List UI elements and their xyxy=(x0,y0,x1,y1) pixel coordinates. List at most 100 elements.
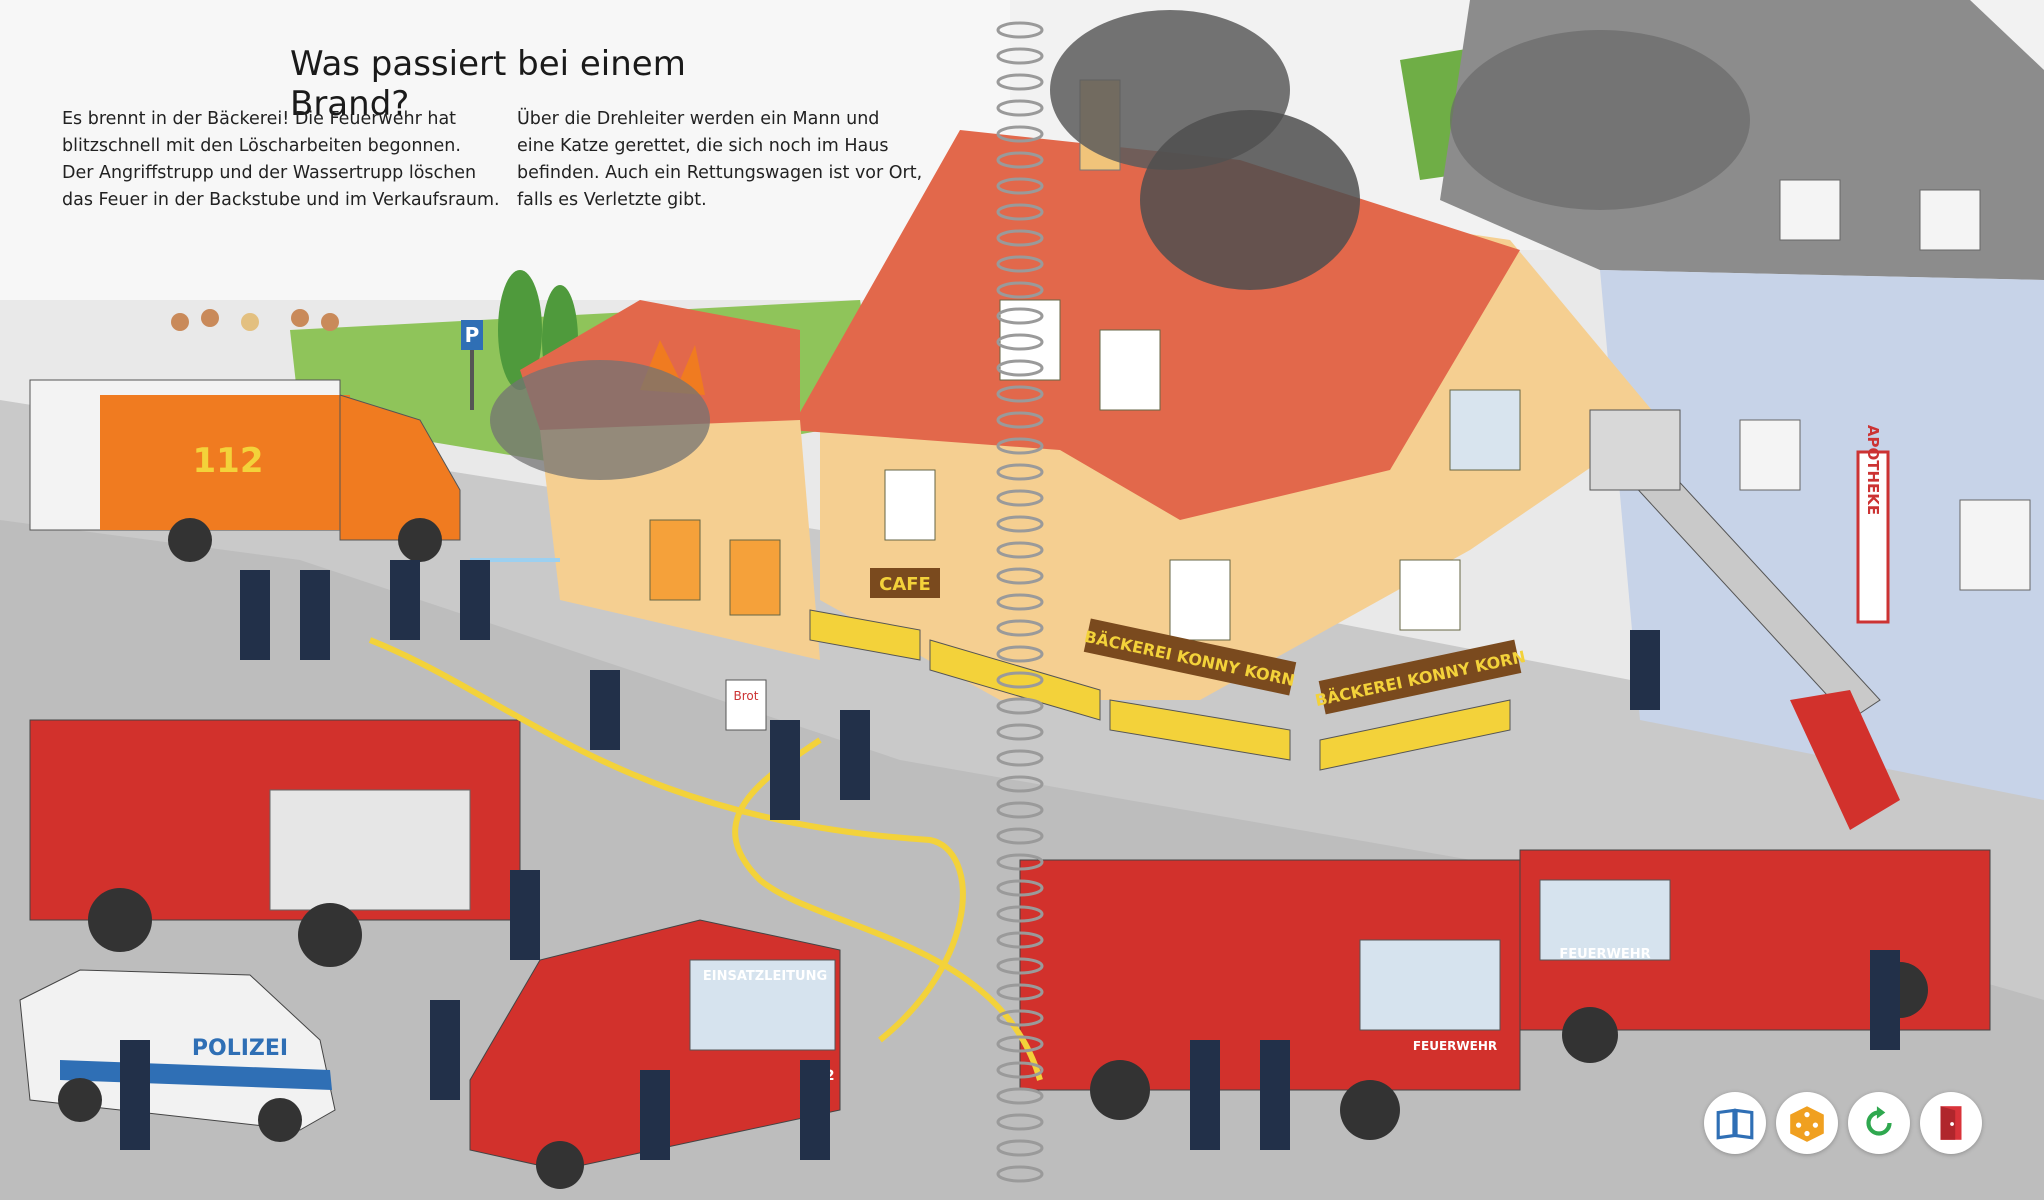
spiral-ring xyxy=(996,489,1044,507)
spectators xyxy=(171,309,339,331)
spiral-ring xyxy=(996,1009,1044,1027)
firefighter xyxy=(120,1040,150,1150)
fire-hose xyxy=(732,737,1043,1081)
firefighter xyxy=(1630,630,1660,710)
pharmacy-sign-text: APOTHEKE xyxy=(1864,425,1882,515)
engine-truck-text: FEUERWEHR xyxy=(1413,1039,1497,1053)
equipment-bay xyxy=(269,789,471,911)
rescue-basket xyxy=(1589,409,1681,491)
wheel xyxy=(536,1141,584,1189)
spiral-ring xyxy=(996,983,1044,1001)
firefighter xyxy=(800,1060,830,1160)
spiral-ring xyxy=(996,73,1044,91)
spiral-ring xyxy=(996,827,1044,845)
burning-window xyxy=(649,519,701,601)
sign-pole xyxy=(470,350,474,410)
spiral-ring xyxy=(996,385,1044,403)
person-head xyxy=(321,313,339,331)
command-vehicle-window xyxy=(689,959,836,1051)
awning xyxy=(929,639,1101,721)
ambulance-stripe xyxy=(100,395,350,530)
repeat-icon[interactable] xyxy=(1848,1092,1910,1154)
firefighter xyxy=(430,1000,460,1100)
paragraph-line: blitzschnell mit den Löscharbeiten begon… xyxy=(62,136,461,156)
firefighter xyxy=(460,560,490,640)
spiral-ring xyxy=(996,411,1044,429)
spiral-ring xyxy=(996,21,1044,39)
spiral-ring xyxy=(996,515,1044,533)
spiral-binding xyxy=(996,21,1044,1183)
wheel xyxy=(1562,1007,1618,1063)
window xyxy=(1169,559,1231,641)
firefighter xyxy=(1260,1040,1290,1150)
spiral-ring xyxy=(996,541,1044,559)
bakery-sign-board xyxy=(1318,639,1522,715)
spiral-ring xyxy=(996,1035,1044,1053)
window xyxy=(1099,329,1161,411)
paragraph-line: Es brennt in der Bäckerei! Die Feuerwehr… xyxy=(62,109,457,129)
person-head xyxy=(201,309,219,327)
book-icon[interactable] xyxy=(1704,1092,1766,1154)
spiral-ring xyxy=(996,125,1044,143)
ladder-arm xyxy=(1790,690,1900,830)
paragraph-line: das Feuer in der Backstube und im Verkau… xyxy=(62,190,500,210)
balcony-window xyxy=(1449,389,1521,471)
page-title: Was passiert bei einem Brand? xyxy=(290,44,686,124)
smoke xyxy=(1450,30,1750,210)
firefighter xyxy=(640,1070,670,1160)
spiral-ring xyxy=(996,255,1044,273)
exit-door-icon[interactable] xyxy=(1920,1092,1982,1154)
spiral-ring xyxy=(996,619,1044,637)
dice-icon[interactable] xyxy=(1776,1092,1838,1154)
paragraph-line: eine Katze gerettet, die sich noch im Ha… xyxy=(517,136,889,156)
firefighter xyxy=(300,570,330,660)
firefighter xyxy=(390,560,420,640)
paragraph-line: falls es Verletzte gibt. xyxy=(517,190,707,210)
spiral-ring xyxy=(996,99,1044,117)
firefighter xyxy=(240,570,270,660)
window xyxy=(884,469,936,541)
awning xyxy=(1319,699,1511,771)
spiral-ring xyxy=(996,567,1044,585)
spiral-ring xyxy=(996,671,1044,689)
window xyxy=(999,299,1061,381)
spiral-ring xyxy=(996,151,1044,169)
wheel xyxy=(398,518,442,562)
intro-paragraph-left: Es brennt in der Bäckerei! Die Feuerwehr… xyxy=(62,106,500,214)
cypress-tree xyxy=(498,270,542,390)
smoke xyxy=(1140,110,1360,290)
spiral-ring xyxy=(996,775,1044,793)
awning xyxy=(809,609,921,661)
window xyxy=(1779,179,1841,241)
firefighters xyxy=(120,560,1900,1160)
fire-hose xyxy=(368,637,966,1043)
sky-left xyxy=(0,0,1010,300)
cafe-sign-text: CAFE xyxy=(879,574,931,595)
wheel xyxy=(298,903,362,967)
window xyxy=(1919,189,1981,251)
spiral-ring xyxy=(996,437,1044,455)
wheel xyxy=(88,888,152,952)
ladder-truck-window xyxy=(1539,879,1671,961)
window xyxy=(1959,499,2031,591)
ladder-truck-text: FEUERWEHR xyxy=(1559,947,1650,962)
wheel xyxy=(58,1078,102,1122)
spiral-ring xyxy=(996,697,1044,715)
spiral-ring xyxy=(996,177,1044,195)
spiral-ring xyxy=(996,47,1044,65)
paragraph-line: Über die Drehleiter werden ein Mann und xyxy=(517,109,880,129)
spiral-ring xyxy=(996,333,1044,351)
wheel xyxy=(258,1098,302,1142)
person-head xyxy=(241,313,259,331)
spiral-ring xyxy=(996,359,1044,377)
wheel xyxy=(1340,1080,1400,1140)
spiral-ring xyxy=(996,1087,1044,1105)
truck-window xyxy=(1359,939,1501,1031)
smoke xyxy=(490,360,710,480)
police-car-text: POLIZEI xyxy=(192,1036,288,1061)
spiral-ring xyxy=(996,593,1044,611)
firefighter xyxy=(1870,950,1900,1050)
paragraph-line: befinden. Auch ein Rettungswagen ist vor… xyxy=(517,163,923,183)
paragraph-line: Der Angriffstrupp und der Wassertrupp lö… xyxy=(62,163,477,183)
